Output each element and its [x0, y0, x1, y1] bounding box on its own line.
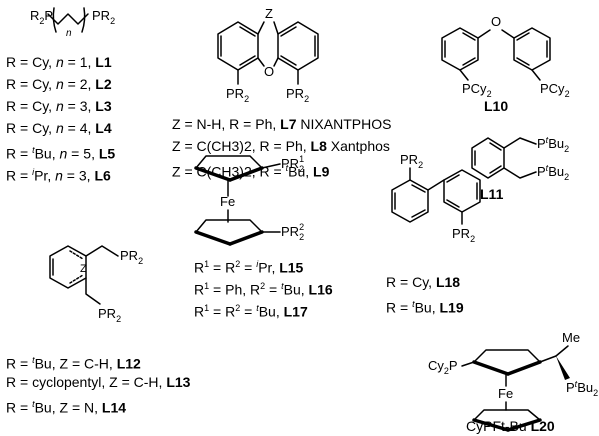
svg-text:PtBu2: PtBu2 [537, 135, 569, 154]
svg-text:O: O [491, 14, 501, 29]
svg-text:PtBu2: PtBu2 [566, 379, 598, 398]
svg-text:Fe: Fe [220, 194, 235, 209]
label-l14: R = tBu, Z = N, L14 [6, 399, 127, 416]
label-l16: R1 = Ph, R2 = tBu, L16 [194, 281, 333, 298]
svg-text:O: O [264, 64, 274, 79]
label-l8: Z = C(CH3)2, R = Ph, L8 Xantphos [172, 138, 390, 154]
label-l17: R1 = R2 = tBu, L17 [194, 303, 308, 320]
svg-text:Z: Z [265, 6, 273, 21]
svg-text:PCy2: PCy2 [540, 81, 570, 99]
cypf-tbu-structure: Cy2P Me PtBu2 Fe [428, 330, 598, 432]
label-l3: R = Cy, n = 3, L3 [6, 98, 112, 114]
label-l18: R = Cy, L18 [386, 274, 461, 290]
svg-text:Fe: Fe [498, 386, 513, 401]
svg-text:PR2: PR2 [120, 248, 143, 266]
svg-text:n: n [66, 28, 72, 39]
svg-text:Cy2P: Cy2P [428, 358, 458, 376]
xylylene-bisphosphine-structure: PtBu2 PtBu2 [471, 135, 569, 182]
diphenyl-ether-structure: O PCy2 PCy2 [441, 14, 570, 99]
label-l6: R = iPr, n = 3, L6 [6, 167, 111, 184]
svg-text:PR2: PR2 [452, 226, 475, 244]
label-l10: L10 [484, 98, 509, 114]
svg-text:PR2: PR2 [98, 306, 121, 324]
biphenyl-structure: PR2 PR2 [391, 152, 481, 244]
pincer-structure: Z PR2 PR2 [49, 245, 143, 324]
label-l9: Z = C(CH3)2, R = tBu, L9 [172, 163, 330, 180]
label-l4: R = Cy, n = 4, L4 [6, 120, 112, 136]
label-l13: R = cyclopentyl, Z = C-H, L13 [6, 374, 191, 390]
svg-text:PR2: PR2 [286, 86, 309, 104]
label-l1: R = Cy, n = 1, L1 [6, 54, 112, 70]
svg-text:PR2: PR2 [400, 152, 423, 170]
svg-text:Z: Z [80, 263, 87, 275]
label-l20: CyPFt-Bu L20 [466, 418, 555, 434]
label-l11: L11 [480, 186, 504, 202]
alkyl-bisphosphine-structure: R2P n PR2 [30, 7, 115, 39]
svg-text:PCy2: PCy2 [462, 81, 492, 99]
label-l5: R = tBu, n = 5, L5 [6, 145, 116, 162]
label-l12: R = tBu, Z = C-H, L12 [6, 355, 141, 372]
xanthene-structure: Z O PR2 PR2 [217, 6, 319, 104]
svg-text:PR2: PR2 [92, 8, 115, 26]
svg-text:PtBu2: PtBu2 [537, 163, 569, 182]
label-l15: R1 = R2 = iPr, L15 [194, 259, 304, 276]
svg-text:Me: Me [562, 330, 580, 345]
label-l7: Z = N-H, R = Ph, L7 NIXANTPHOS [172, 116, 392, 132]
label-l19: R = tBu, L19 [386, 299, 464, 316]
svg-text:R2P: R2P [30, 8, 53, 26]
label-l2: R = Cy, n = 2, L2 [6, 76, 112, 92]
svg-text:PR2: PR2 [226, 86, 249, 104]
